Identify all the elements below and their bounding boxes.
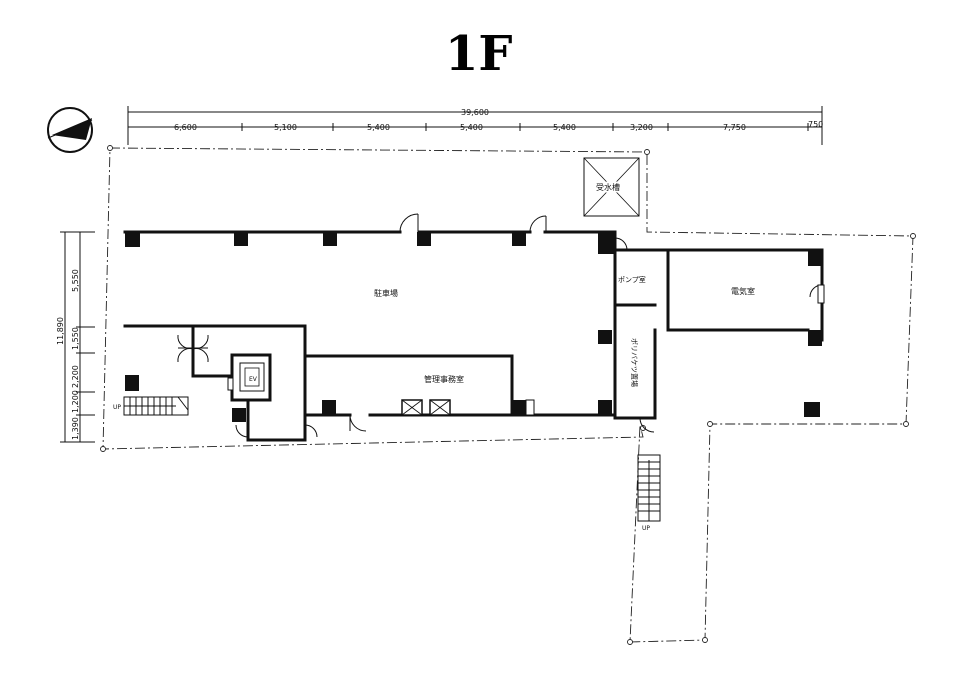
north-arrow-icon [47,107,93,153]
right-stair [637,454,661,522]
water-tank-label: 受水槽 [596,182,620,192]
pump-room-label: ポンプ室 [618,275,646,284]
dim-segment: 5,400 [367,123,390,132]
left-stair-up-label: UP [113,404,121,411]
management-office-label: 管理事務室 [424,374,464,384]
top-dimension-lines [127,106,823,145]
dim-segment: 5,400 [460,123,483,132]
dim-segment: 5,400 [553,123,576,132]
left-stair [123,396,189,416]
dim-depth-segment: 1,390 [71,417,80,440]
dim-segment: 3,200 [630,123,653,132]
site-boundary [100,145,916,645]
dim-segment: 7,750 [723,123,746,132]
left-dimension-lines [60,231,95,443]
dim-segment: 750 [808,120,823,129]
dim-total-width: 39,600 [461,108,489,117]
electrical-room-label: 電気室 [731,286,755,296]
elevator-label: EV [249,376,258,383]
exterior-walls [123,230,824,442]
elevator-shaft [227,362,265,392]
dim-depth-segment: 2,200 [71,365,80,388]
dim-segment: 6,600 [174,123,197,132]
floor-title: 1F [445,26,512,82]
parking-label: 駐車場 [374,288,398,298]
poly-bucket-label: ポリバケツ置場 [630,338,639,387]
dim-depth-segment: 5,550 [71,269,80,292]
equipment-units [401,399,535,416]
dim-depth-segment: 1,200 [71,390,80,413]
dim-total-depth: 11,890 [56,317,65,345]
right-stair-up-label: UP [642,525,650,532]
structural-columns [125,232,822,422]
dim-depth-segment: 1,550 [71,327,80,350]
water-tank [583,157,640,217]
double-door [177,334,209,363]
dim-segment: 5,100 [274,123,297,132]
doors [235,213,825,438]
